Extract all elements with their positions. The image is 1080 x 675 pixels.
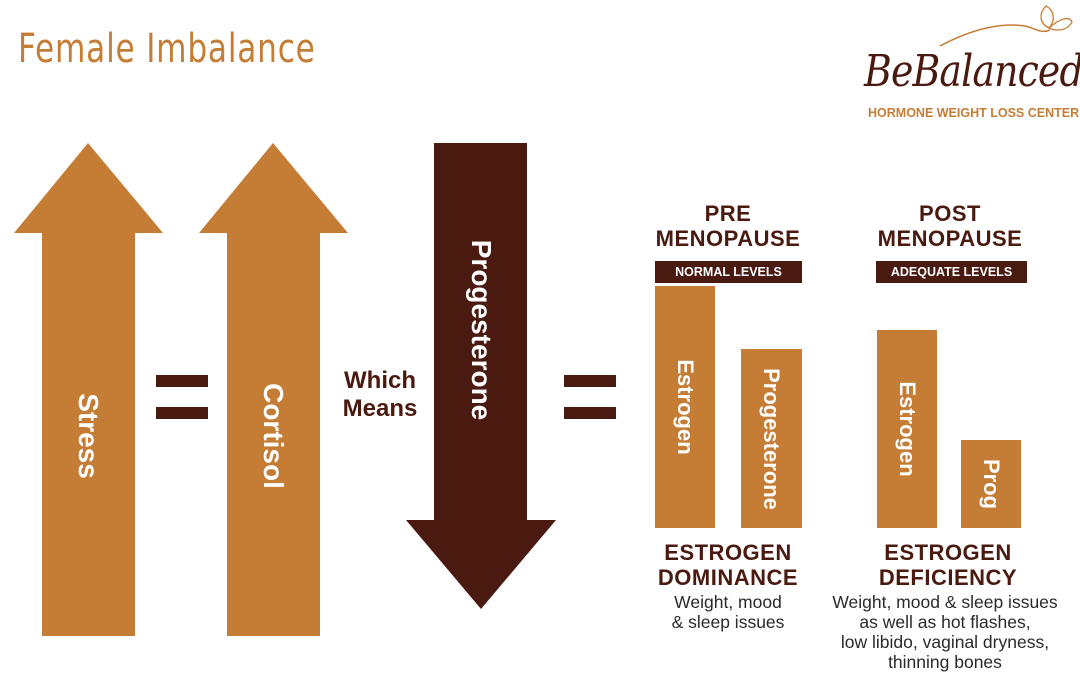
page-title: Female Imbalance <box>18 26 316 72</box>
progesterone-label: Progesterone <box>466 239 497 421</box>
pre-estrogen-bar <box>655 286 715 528</box>
post-prog-bar <box>961 440 1021 528</box>
post-estrogen-bar <box>877 330 937 528</box>
pre-normal-levels-banner: NORMAL LEVELS <box>655 261 802 283</box>
pre-progesterone-bar-label: Progesterone <box>759 367 784 510</box>
post-estrogen-bar-label: Estrogen <box>895 381 920 477</box>
equals-sign <box>564 375 616 419</box>
logo-wordmark: BeBalanced <box>864 46 1080 97</box>
butterfly-swoosh-icon <box>939 5 1073 47</box>
logo: BeBalanced HORMONE WEIGHT LOSS CENTER <box>850 0 1080 130</box>
pre-estrogen-bar-label: Estrogen <box>673 359 698 455</box>
post-prog-bar-label: Prog <box>979 458 1004 510</box>
pre-description: Weight, mood& sleep issues <box>671 592 785 632</box>
logo-tagline: HORMONE WEIGHT LOSS CENTER <box>868 106 1080 120</box>
equals-sign <box>156 375 208 419</box>
pre-progesterone-bar <box>741 349 802 528</box>
post-adequate-levels-banner: ADEQUATE LEVELS <box>876 261 1027 283</box>
